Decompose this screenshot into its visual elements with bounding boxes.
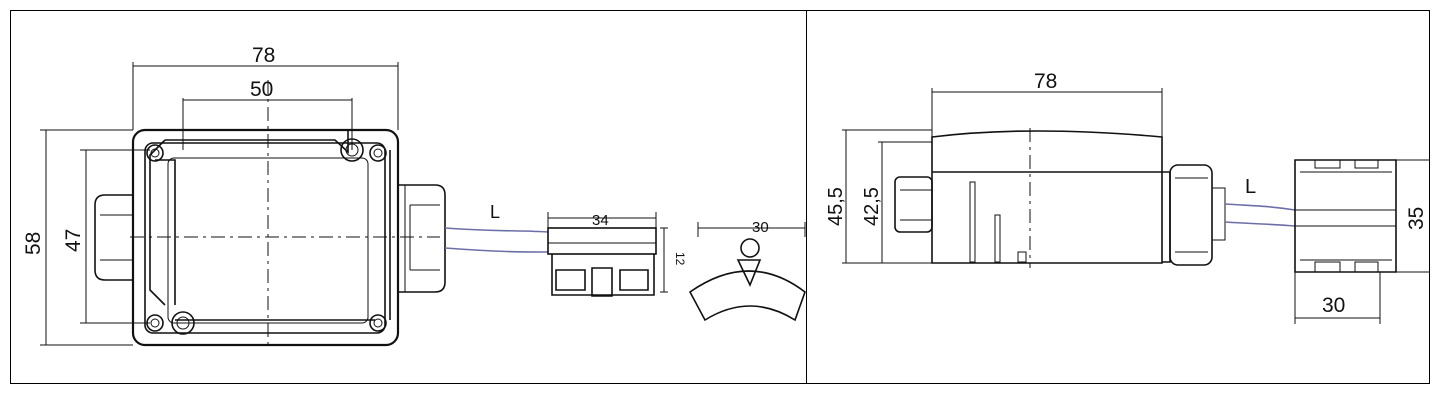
- side-connector-body: [1294, 159, 1397, 273]
- front-clip: 30: [688, 219, 806, 322]
- side-left-gland: [894, 176, 933, 233]
- dim-side-height-outer: 45,5: [825, 187, 847, 226]
- dim-connector-length: 34: [592, 212, 609, 229]
- panel-divider: [806, 10, 807, 384]
- front-cable-label: L: [490, 202, 500, 222]
- corner-screw-br: [369, 314, 387, 332]
- connector-body: [547, 227, 657, 255]
- clip-ring: [740, 238, 760, 258]
- left-cable-gland: [94, 194, 133, 281]
- dim-side-connector-height: 35: [1405, 207, 1428, 230]
- side-cable: [1224, 203, 1296, 211]
- dim-front-height-outer: 58: [22, 232, 45, 255]
- clip-tongue: [736, 259, 762, 287]
- side-connector: 35 30: [1294, 159, 1430, 324]
- outer-frame: [10, 10, 1430, 384]
- connector-terminals: [551, 254, 655, 297]
- mounting-hole-bl: [171, 311, 195, 335]
- front-view: L 78 50 58 47 34 1: [22, 44, 806, 347]
- dim-clip-width: 30: [752, 219, 769, 236]
- dim-front-width-holes: 50: [250, 78, 273, 101]
- lid-outline: [144, 142, 386, 334]
- side-right-gland: [1169, 164, 1213, 266]
- dim-front-width-outer: 78: [252, 44, 275, 67]
- dim-front-height-inner: 47: [62, 229, 85, 252]
- side-slot-1: [969, 181, 976, 263]
- dim-side-connector-width: 30: [1322, 294, 1345, 317]
- side-slot-2: [994, 214, 1001, 263]
- clip-arc: [688, 270, 806, 322]
- dim-connector-height: 12: [673, 252, 687, 266]
- right-cable-gland: [398, 184, 446, 293]
- corner-screw-tl: [146, 144, 164, 162]
- dim-side-height-inner: 42,5: [861, 187, 883, 226]
- front-cable: [444, 227, 549, 233]
- corner-screw-tr: [369, 144, 387, 162]
- dim-side-length: 78: [1034, 70, 1057, 93]
- front-connector: 34 12: [547, 212, 687, 297]
- side-cable-label: L: [1245, 176, 1256, 198]
- side-view: L 35 30 78 45,5 42,5: [825, 70, 1430, 324]
- side-body: [931, 130, 1163, 264]
